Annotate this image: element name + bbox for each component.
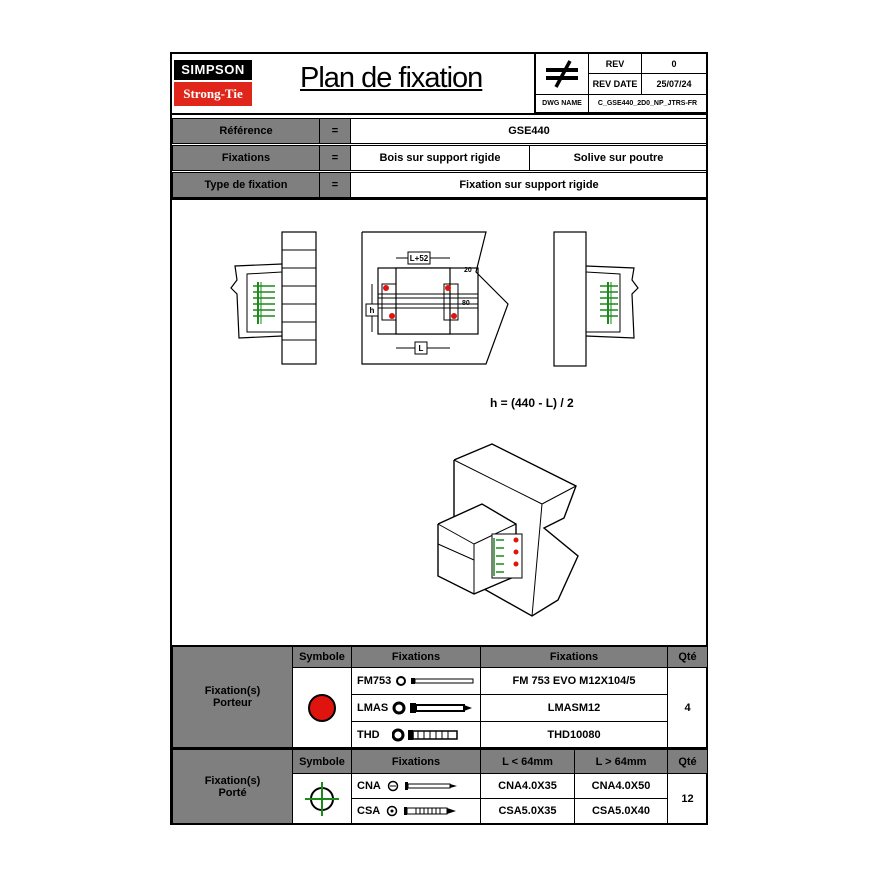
porte-col-large: L > 64mm [574,749,668,774]
porte-label-line1: Fixation(s) [204,774,261,787]
porteur-symbol-cell [292,667,352,748]
type-value: Fixation sur support rigide [350,172,708,198]
porteur-row-fm753: FM753 [351,667,481,695]
dim-20-label: 20 [464,267,472,274]
porteur-label-line2: Porteur [212,697,253,709]
porteur-fix-header: Fixations [351,646,481,668]
page-title: Plan de fixation [300,62,483,94]
porteur-symbol-header: Symbole [292,646,352,668]
isometric-view [437,443,579,617]
reference-equals: = [319,118,351,144]
red-circle-icon [308,693,336,722]
porteur-label-line1: Fixation(s) [204,685,261,697]
rev-value: 0 [641,53,707,74]
side-view-left [230,231,317,365]
fm753-name: FM 753 EVO M12X104/5 [480,667,668,695]
porteur-label: Fixation(s) Porteur [172,646,293,748]
porte-row-csa: CSA [351,798,481,824]
porteur-qty: 4 [667,667,708,748]
lmas-name: LMASM12 [480,694,668,722]
rev-date-value: 25/07/24 [641,73,707,95]
dim-top-label: L+52 [410,254,429,263]
type-equals: = [319,172,351,198]
csa-small: CSA5.0X35 [480,798,575,824]
porteur-fix-header2: Fixations [480,646,668,668]
fixations-value-joist: Solive sur poutre [529,145,708,171]
porte-qty: 12 [667,773,708,824]
porte-fix-header: Fixations [351,749,481,774]
reference-label: Référence [172,118,320,144]
thd-name: THD10080 [480,721,668,748]
header-divider [534,52,536,115]
dim-h-label: h [370,306,375,315]
screw-anchor-icon [392,701,473,715]
cna-code: CNA [357,780,381,792]
cna-large: CNA4.0X50 [574,773,668,799]
logo-simpson-text: SIMPSON [174,60,252,80]
porte-label-line2: Porté [218,786,247,799]
cna-small: CNA4.0X35 [480,773,575,799]
info-bottom-rule [170,198,708,200]
type-label: Type de fixation [172,172,320,198]
fixations-equals: = [319,145,351,171]
porte-col-small: L < 64mm [480,749,575,774]
revision-symbol-icon [535,53,589,95]
simpson-logo: SIMPSON Strong-Tie [172,56,254,110]
porte-qty-header: Qté [667,749,708,774]
porteur-row-thd: THD [351,721,481,748]
rev-date-label: REV DATE [588,73,642,95]
fixations-value-support: Bois sur support rigide [350,145,530,171]
reference-value: GSE440 [350,118,708,144]
side-view-right [553,231,639,367]
porteur-row-lmas: LMAS [351,694,481,722]
dwg-name-value: C_GSE440_2D0_NP_JTRS-FR [588,94,707,113]
dim-bottom-label: L [419,344,424,353]
fixations-label: Fixations [172,145,320,171]
drawing-sheet [170,52,708,825]
wood-screw-icon [386,805,457,817]
thd-code: THD [357,728,380,741]
porte-label: Fixation(s) Porté [172,749,293,824]
header-bottom-rule [170,113,708,115]
porte-symbol-header: Symbole [292,749,352,774]
fm753-code: FM753 [357,675,392,687]
front-view-hanger: L+52 L h 20 80 [361,231,509,365]
height-formula: h = (440 - L) / 2 [490,396,574,410]
tables-mid-rule [170,747,708,749]
anchor-bolt-icon [396,676,474,686]
nail-icon [387,780,457,792]
lmas-code: LMAS [357,702,389,714]
porteur-qty-header: Qté [667,646,708,668]
csa-large: CSA5.0X40 [574,798,668,824]
logo-strongtie-text: Strong-Tie [174,82,252,106]
dwg-name-label: DWG NAME [535,94,589,113]
porte-symbol-cell [292,773,352,824]
rev-label: REV [588,53,642,74]
dim-80-label: 80 [462,300,470,307]
porte-row-cna: CNA [351,773,481,799]
green-crosshair-icon [305,781,339,816]
csa-code: CSA [357,805,381,817]
concrete-screw-icon [391,728,458,741]
